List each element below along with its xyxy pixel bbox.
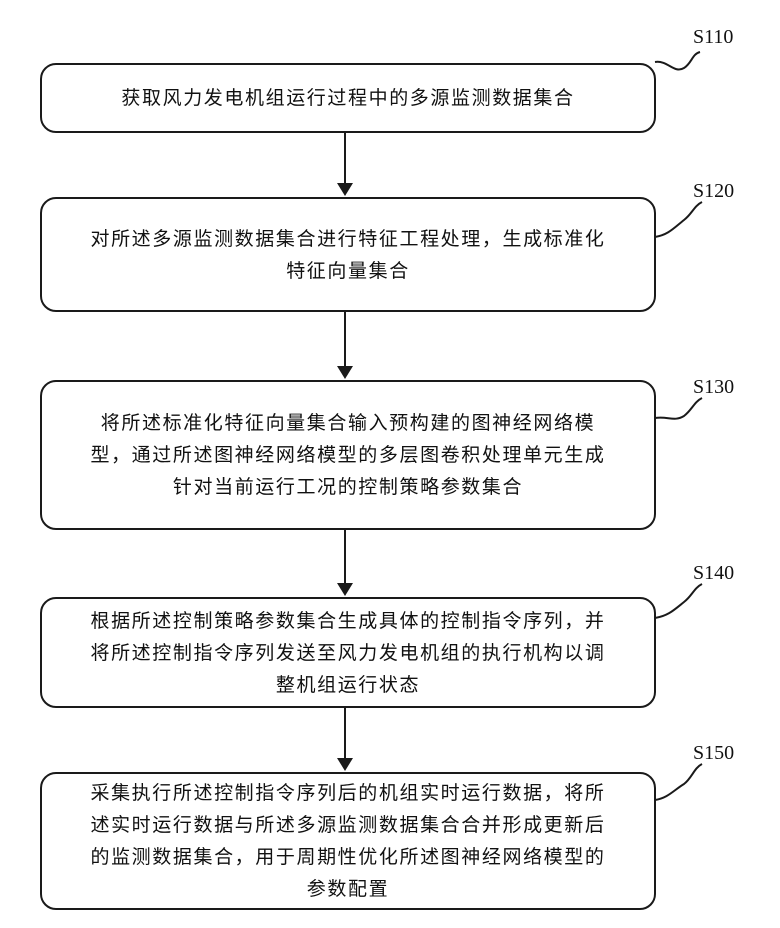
- arrowhead-s150: [337, 758, 353, 771]
- step-line: 对所述多源监测数据集合进行特征工程处理，生成标准化: [90, 223, 605, 255]
- step-line: 根据所述控制策略参数集合生成具体的控制指令序列，并: [90, 605, 605, 637]
- arrowhead-s130: [337, 366, 353, 379]
- step-box-s140: 根据所述控制策略参数集合生成具体的控制指令序列，并 将所述控制指令序列发送至风力…: [40, 597, 656, 708]
- leader-s130: [655, 398, 702, 419]
- step-box-s150: 采集执行所述控制指令序列后的机组实时运行数据，将所 述实时运行数据与所述多源监测…: [40, 772, 656, 910]
- step-line: 的监测数据集合，用于周期性优化所述图神经网络模型的: [90, 841, 605, 873]
- step-box-s110: 获取风力发电机组运行过程中的多源监测数据集合: [40, 63, 656, 133]
- step-label-s110: S110: [693, 26, 733, 49]
- step-label-s130: S130: [693, 376, 734, 399]
- arrowhead-s120: [337, 183, 353, 196]
- step-line: 将所述标准化特征向量集合输入预构建的图神经网络模: [90, 407, 605, 439]
- step-line: 获取风力发电机组运行过程中的多源监测数据集合: [121, 82, 574, 114]
- step-line: 采集执行所述控制指令序列后的机组实时运行数据，将所: [90, 777, 605, 809]
- step-line: 将所述控制指令序列发送至风力发电机组的执行机构以调: [90, 637, 605, 669]
- step-text-s130: 将所述标准化特征向量集合输入预构建的图神经网络模 型，通过所述图神经网络模型的多…: [90, 407, 605, 503]
- step-text-s120: 对所述多源监测数据集合进行特征工程处理，生成标准化 特征向量集合: [90, 223, 605, 287]
- step-line: 参数配置: [90, 873, 605, 905]
- leader-s140: [655, 584, 702, 618]
- step-box-s120: 对所述多源监测数据集合进行特征工程处理，生成标准化 特征向量集合: [40, 197, 656, 312]
- step-text-s140: 根据所述控制策略参数集合生成具体的控制指令序列，并 将所述控制指令序列发送至风力…: [90, 605, 605, 701]
- step-line: 整机组运行状态: [90, 669, 605, 701]
- leader-s110: [655, 52, 700, 70]
- step-text-s150: 采集执行所述控制指令序列后的机组实时运行数据，将所 述实时运行数据与所述多源监测…: [90, 777, 605, 905]
- step-line: 述实时运行数据与所述多源监测数据集合合并形成更新后: [90, 809, 605, 841]
- step-line: 针对当前运行工况的控制策略参数集合: [90, 471, 605, 503]
- step-label-s120: S120: [693, 180, 734, 203]
- step-label-s140: S140: [693, 562, 734, 585]
- arrowhead-s140: [337, 583, 353, 596]
- step-line: 型，通过所述图神经网络模型的多层图卷积处理单元生成: [90, 439, 605, 471]
- step-line: 特征向量集合: [90, 255, 605, 287]
- leader-s150: [655, 764, 702, 800]
- step-label-s150: S150: [693, 742, 734, 765]
- step-box-s130: 将所述标准化特征向量集合输入预构建的图神经网络模 型，通过所述图神经网络模型的多…: [40, 380, 656, 530]
- leader-s120: [655, 202, 702, 237]
- step-text-s110: 获取风力发电机组运行过程中的多源监测数据集合: [121, 82, 574, 114]
